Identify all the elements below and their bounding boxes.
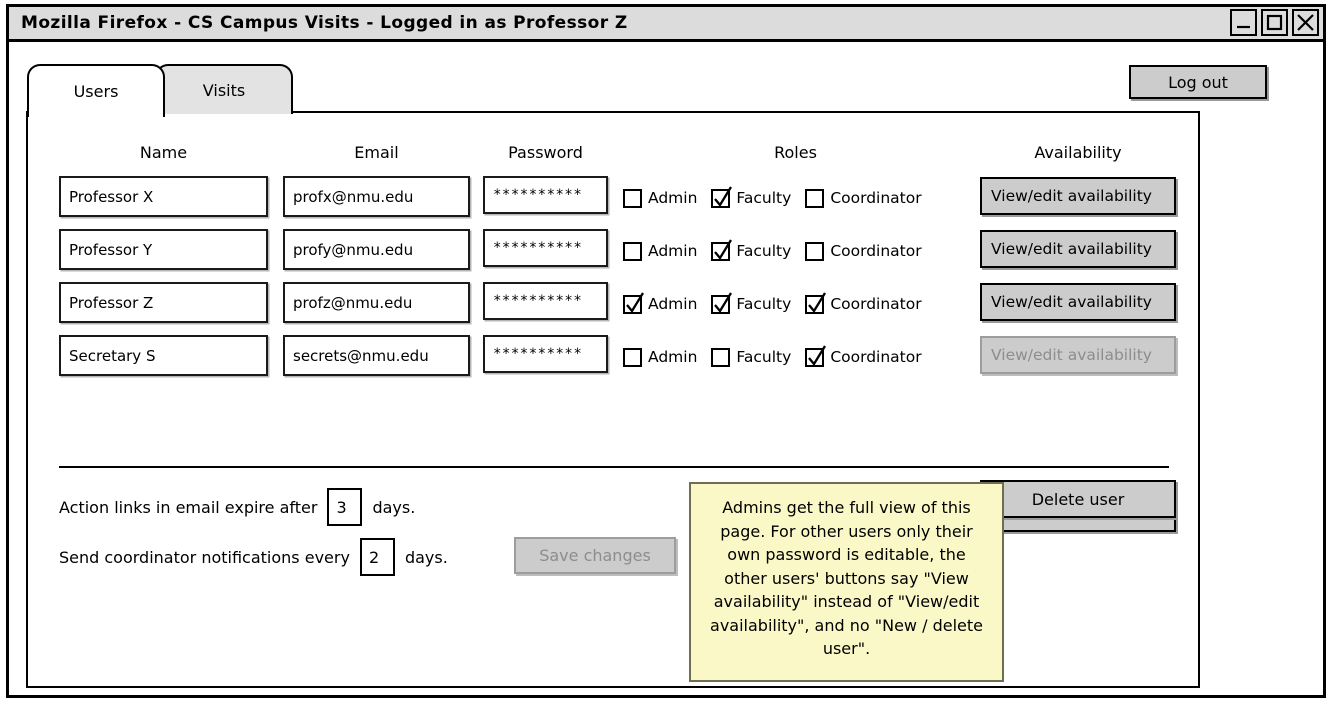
notification-suffix: days.	[404, 547, 448, 567]
password-field[interactable]: **********	[483, 335, 608, 373]
link-expiry-input[interactable]: 3	[327, 488, 363, 526]
link-expiry-prefix: Action links in email expire after	[59, 497, 318, 517]
section-divider	[59, 466, 1169, 468]
delete-user-label: Delete user	[1031, 489, 1125, 509]
checkbox-checked-icon[interactable]	[711, 185, 733, 208]
role-admin[interactable]: Admin	[623, 347, 698, 367]
column-header-password: Password	[508, 143, 583, 162]
role-coordinator[interactable]: Coordinator	[805, 344, 922, 367]
availability-label: View/edit availability	[991, 187, 1152, 205]
name-field[interactable]: Professor X	[59, 176, 268, 217]
table-row: Professor Y profy@nmu.edu ********** Adm…	[28, 229, 1198, 273]
checkbox-checked-icon[interactable]	[623, 291, 644, 314]
tab-users[interactable]: Users	[27, 64, 165, 117]
checkbox-checked-icon[interactable]	[805, 344, 827, 367]
checkbox-checked-icon[interactable]	[711, 238, 733, 261]
notification-prefix: Send coordinator notifications every	[59, 547, 350, 567]
email-field[interactable]: profx@nmu.edu	[283, 176, 470, 217]
availability-label: View/edit availability	[991, 293, 1152, 311]
role-coordinator[interactable]: Coordinator	[805, 291, 922, 314]
role-coordinator[interactable]: Coordinator	[805, 241, 922, 261]
checkbox-unchecked-icon[interactable]	[805, 241, 825, 261]
save-changes-label: Save changes	[539, 546, 651, 565]
column-header-availability: Availability	[1034, 143, 1122, 162]
checkbox-unchecked-icon[interactable]	[805, 188, 825, 208]
roles-group: Admin Faculty Coordinator	[623, 231, 922, 271]
password-field[interactable]: **********	[483, 176, 608, 214]
link-expiry-setting: Action links in email expire after 3 day…	[59, 488, 415, 526]
role-faculty[interactable]: Faculty	[711, 238, 792, 261]
window-title: Mozilla Firefox - CS Campus Visits - Log…	[21, 13, 628, 33]
notification-interval-setting: Send coordinator notifications every 2 d…	[59, 538, 448, 576]
minimize-icon[interactable]	[1230, 9, 1257, 36]
role-admin-label: Admin	[648, 242, 698, 260]
role-coordinator-label: Coordinator	[830, 348, 922, 366]
users-panel: Name Email Password Roles Availability P…	[26, 111, 1200, 688]
log-out-button[interactable]: Log out	[1129, 65, 1267, 99]
role-admin[interactable]: Admin	[623, 241, 698, 261]
title-bar: Mozilla Firefox - CS Campus Visits - Log…	[9, 7, 1323, 42]
view-edit-availability-button[interactable]: View/edit availability	[980, 177, 1176, 215]
role-faculty-label: Faculty	[736, 295, 792, 313]
checkbox-checked-icon[interactable]	[711, 291, 733, 314]
link-expiry-suffix: days.	[372, 497, 416, 517]
maximize-icon[interactable]	[1261, 9, 1288, 36]
sticky-note-text: Admins get the full view of this page. F…	[710, 498, 983, 658]
role-coordinator-label: Coordinator	[830, 189, 922, 207]
tab-visits-label: Visits	[202, 80, 246, 100]
sticky-note: Admins get the full view of this page. F…	[689, 482, 1004, 682]
close-icon[interactable]	[1292, 9, 1319, 36]
browser-window: Mozilla Firefox - CS Campus Visits - Log…	[6, 4, 1326, 698]
save-changes-button-disabled: Save changes	[514, 537, 676, 574]
window-controls	[1230, 9, 1319, 36]
checkbox-unchecked-icon[interactable]	[623, 241, 642, 261]
role-faculty[interactable]: Faculty	[711, 185, 792, 208]
roles-group: Admin Faculty Coordinator	[623, 337, 922, 377]
checkbox-unchecked-icon[interactable]	[711, 347, 731, 367]
name-field[interactable]: Secretary S	[59, 335, 268, 376]
column-header-name: Name	[139, 143, 188, 162]
password-field[interactable]: **********	[483, 282, 608, 320]
view-edit-availability-button-disabled: View/edit availability	[980, 336, 1176, 374]
checkbox-unchecked-icon[interactable]	[623, 347, 642, 367]
view-edit-availability-button[interactable]: View/edit availability	[980, 230, 1176, 268]
password-field[interactable]: **********	[483, 229, 608, 267]
email-field[interactable]: secrets@nmu.edu	[283, 335, 470, 376]
availability-label: View/edit availability	[991, 346, 1152, 364]
email-field[interactable]: profy@nmu.edu	[283, 229, 470, 270]
table-row: Professor Z profz@nmu.edu ********** Adm…	[28, 282, 1198, 326]
tab-users-label: Users	[73, 82, 119, 101]
role-coordinator-label: Coordinator	[830, 295, 922, 313]
name-field[interactable]: Professor Z	[59, 282, 268, 323]
availability-label: View/edit availability	[991, 240, 1152, 258]
active-tab-merge	[29, 111, 163, 118]
role-admin[interactable]: Admin	[623, 291, 698, 314]
table-row: Professor X profx@nmu.edu ********** Adm…	[28, 176, 1198, 220]
role-coordinator-label: Coordinator	[830, 242, 922, 260]
role-admin[interactable]: Admin	[623, 188, 698, 208]
log-out-label: Log out	[1168, 72, 1228, 92]
column-header-email: Email	[354, 143, 399, 162]
role-faculty-label: Faculty	[736, 348, 792, 366]
tab-visits[interactable]: Visits	[155, 64, 293, 114]
checkbox-checked-icon[interactable]	[805, 291, 827, 314]
role-admin-label: Admin	[648, 189, 698, 207]
roles-group: Admin Faculty Coordinator	[623, 284, 922, 324]
delete-user-button[interactable]: Delete user	[980, 480, 1176, 518]
view-edit-availability-button[interactable]: View/edit availability	[980, 283, 1176, 321]
name-field[interactable]: Professor Y	[59, 229, 268, 270]
roles-group: Admin Faculty Coordinator	[623, 178, 922, 218]
table-row: Secretary S secrets@nmu.edu ********** A…	[28, 335, 1198, 379]
role-faculty[interactable]: Faculty	[711, 347, 792, 367]
column-header-roles: Roles	[774, 143, 817, 162]
email-field[interactable]: profz@nmu.edu	[283, 282, 470, 323]
role-admin-label: Admin	[648, 295, 698, 313]
checkbox-unchecked-icon[interactable]	[623, 188, 642, 208]
notification-interval-input[interactable]: 2	[359, 538, 395, 576]
role-coordinator[interactable]: Coordinator	[805, 188, 922, 208]
role-faculty[interactable]: Faculty	[711, 291, 792, 314]
role-faculty-label: Faculty	[736, 242, 792, 260]
role-faculty-label: Faculty	[736, 189, 792, 207]
role-admin-label: Admin	[648, 348, 698, 366]
